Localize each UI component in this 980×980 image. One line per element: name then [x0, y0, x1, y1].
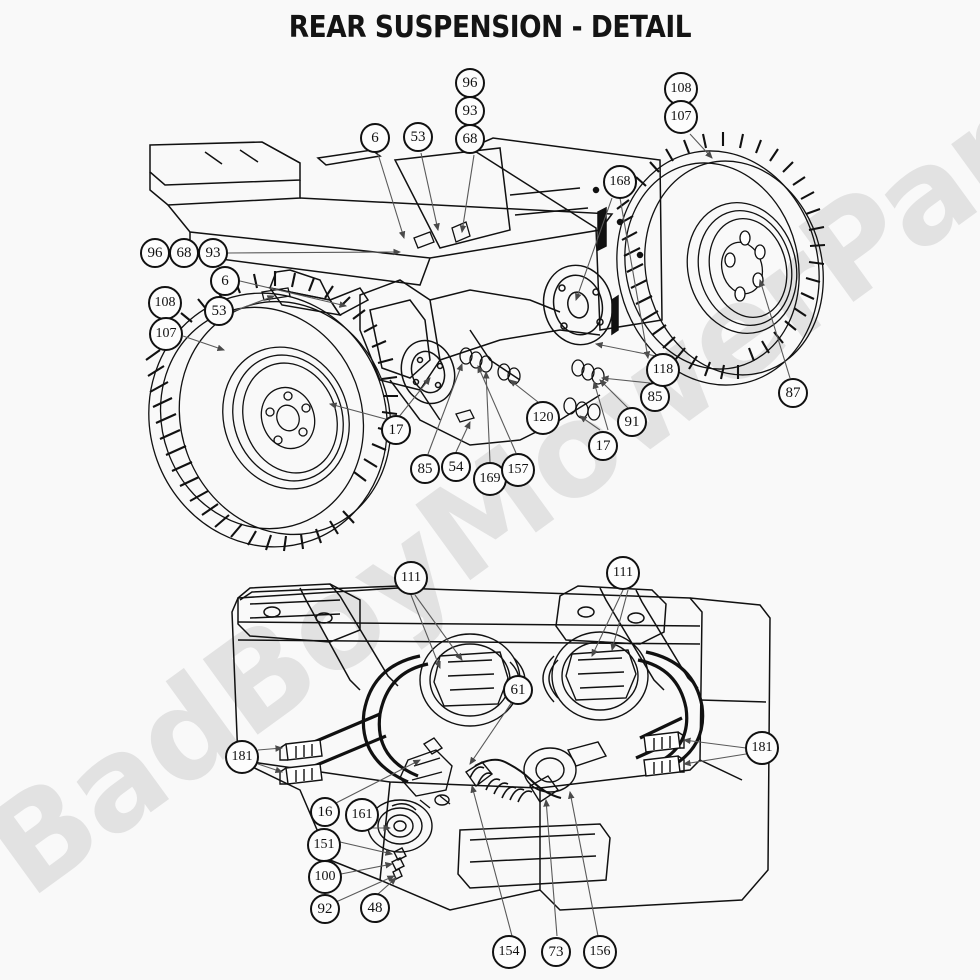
callout-181[interactable]: 181: [745, 731, 779, 765]
center-spring-linkage: [399, 737, 608, 809]
right-rear-tire: [616, 132, 826, 386]
callout-111[interactable]: 111: [394, 561, 428, 595]
callout-161[interactable]: 161: [345, 798, 379, 832]
callout-118[interactable]: 118: [646, 353, 680, 387]
callout-100[interactable]: 100: [308, 860, 342, 894]
right-wheel-motor: [542, 631, 705, 777]
page-title: REAR SUSPENSION - DETAIL: [288, 10, 692, 45]
callout-53[interactable]: 53: [204, 296, 234, 326]
callout-168[interactable]: 168: [603, 165, 637, 199]
callout-93[interactable]: 93: [198, 238, 228, 268]
callout-92[interactable]: 92: [310, 894, 340, 924]
callout-53[interactable]: 53: [403, 122, 433, 152]
callout-73[interactable]: 73: [541, 937, 571, 967]
callout-154[interactable]: 154: [492, 935, 526, 969]
callout-16[interactable]: 16: [310, 797, 340, 827]
callout-6[interactable]: 6: [360, 123, 390, 153]
callout-17[interactable]: 17: [588, 431, 618, 461]
callout-107[interactable]: 107: [149, 317, 183, 351]
lug-nuts: [724, 230, 766, 302]
callout-120[interactable]: 120: [526, 401, 560, 435]
callout-96[interactable]: 96: [455, 68, 485, 98]
callout-48[interactable]: 48: [360, 893, 390, 923]
leader-lines-lower: [257, 589, 747, 937]
axle-housing: [268, 264, 614, 446]
callout-91[interactable]: 91: [617, 407, 647, 437]
callout-68[interactable]: 68: [455, 124, 485, 154]
callout-6[interactable]: 6: [210, 266, 240, 296]
callout-68[interactable]: 68: [169, 238, 199, 268]
callout-96[interactable]: 96: [140, 238, 170, 268]
callout-151[interactable]: 151: [307, 828, 341, 862]
callout-108[interactable]: 108: [148, 286, 182, 320]
lower-assembly-art: [231, 583, 771, 937]
callout-107[interactable]: 107: [664, 100, 698, 134]
callout-87[interactable]: 87: [778, 378, 808, 408]
callout-54[interactable]: 54: [441, 452, 471, 482]
callout-157[interactable]: 157: [501, 453, 535, 487]
callout-61[interactable]: 61: [503, 675, 533, 705]
upper-cross-rails: [237, 583, 699, 691]
left-wheel-motor: [279, 633, 526, 785]
callout-17[interactable]: 17: [381, 415, 411, 445]
leader-lines-upper: [161, 97, 791, 463]
callout-85[interactable]: 85: [410, 454, 440, 484]
callout-156[interactable]: 156: [583, 935, 617, 969]
callout-93[interactable]: 93: [455, 96, 485, 126]
callout-181[interactable]: 181: [225, 740, 259, 774]
callout-111[interactable]: 111: [606, 556, 640, 590]
